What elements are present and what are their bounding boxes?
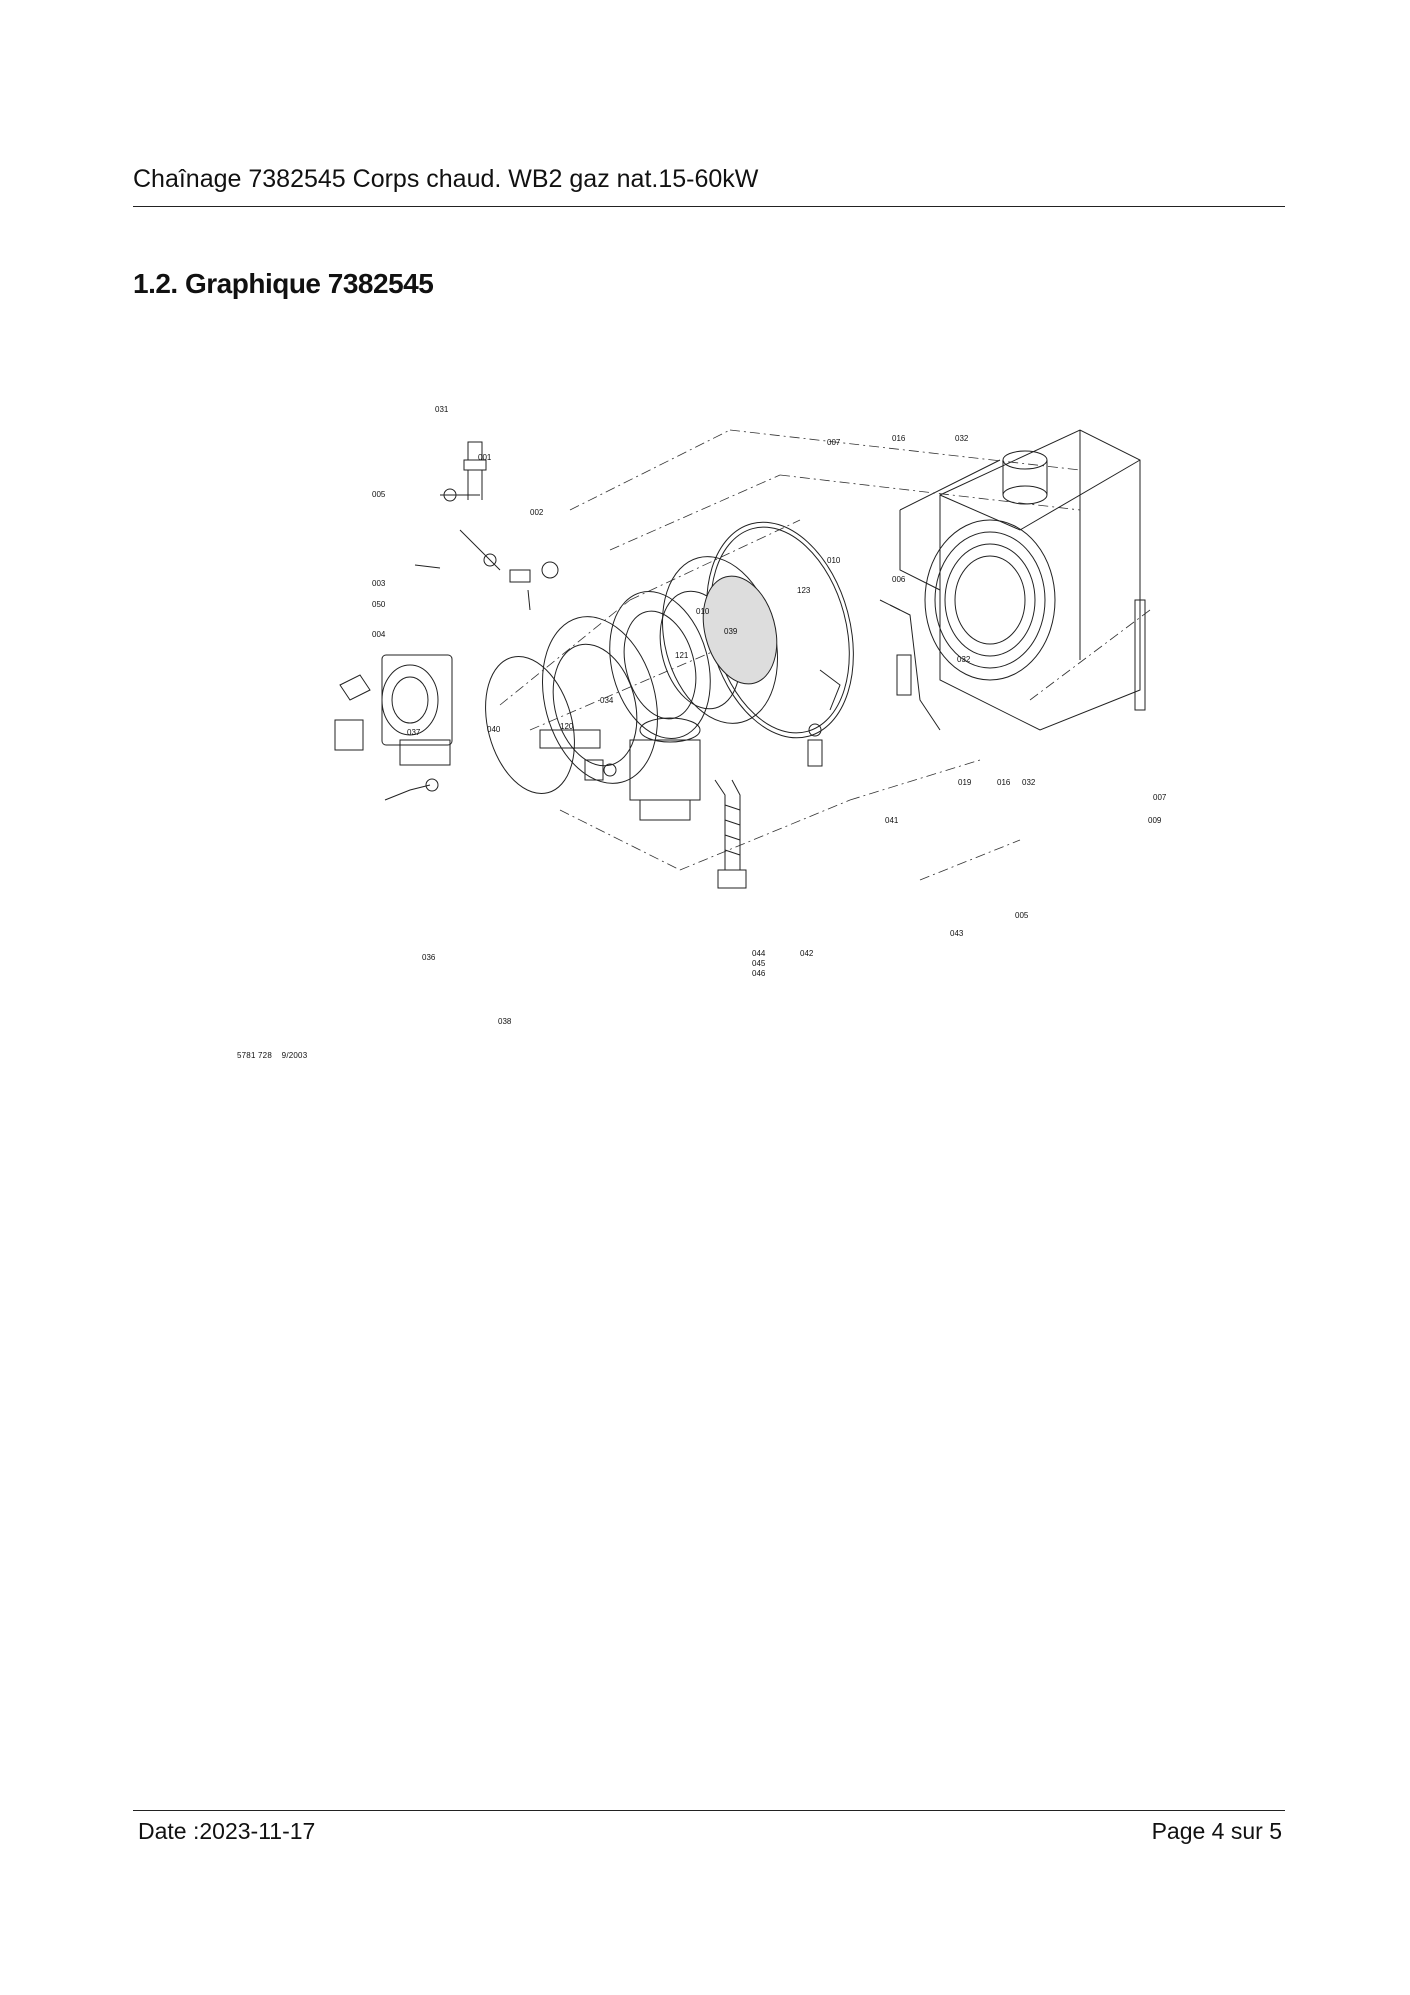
label-003: 003 xyxy=(372,579,386,588)
drawing-date: 9/2003 xyxy=(281,1051,308,1060)
drawing-reference: 5781 728 9/2003 xyxy=(237,1051,307,1060)
valve-cap-044 xyxy=(584,759,617,781)
burner-plate-034 xyxy=(539,616,659,784)
label-010: 010 xyxy=(696,607,710,616)
module-036 xyxy=(334,719,364,751)
label-010-top: 010 xyxy=(827,556,841,565)
label-031: 031 xyxy=(435,405,449,414)
gas-hose-043 xyxy=(714,779,747,889)
label-043: 043 xyxy=(950,929,964,938)
burner-039 xyxy=(659,556,779,724)
drain-valve-005 xyxy=(807,723,823,767)
label-042: 042 xyxy=(800,949,814,958)
label-046: 046 xyxy=(752,969,766,978)
label-032-c: 032 xyxy=(957,655,971,664)
label-037: 037 xyxy=(407,728,421,737)
label-016: 016 xyxy=(892,434,906,443)
flange-121 xyxy=(609,590,711,740)
label-032-b: 032 xyxy=(1022,778,1036,787)
cable-038 xyxy=(384,784,431,801)
label-019: 019 xyxy=(958,778,972,787)
document-header-title: Chaînage 7382545 Corps chaud. WB2 gaz na… xyxy=(133,165,759,193)
label-041: 041 xyxy=(885,816,899,825)
section-title: 1.2. Graphique 7382545 xyxy=(133,268,434,299)
fan-040 xyxy=(381,654,453,766)
exploded-parts-diagram: 031 001 005 002 003 050 004 007 016 032 … xyxy=(334,400,1180,1060)
fitting-009 xyxy=(896,654,912,696)
footer-page-number: Page 4 sur 5 xyxy=(1151,1818,1282,1844)
label-009: 009 xyxy=(1148,816,1162,825)
label-007: 007 xyxy=(827,438,841,447)
label-032: 032 xyxy=(955,434,969,443)
gasket-120 xyxy=(485,656,575,794)
label-036: 036 xyxy=(422,953,436,962)
label-120: 120 xyxy=(560,722,574,731)
label-005: 005 xyxy=(372,490,386,499)
fitting-019 xyxy=(819,669,841,711)
pipe-006 xyxy=(879,599,941,731)
header-divider xyxy=(133,206,1285,207)
label-002: 002 xyxy=(530,508,544,517)
gas-valve-042 xyxy=(629,717,701,821)
drawing-number: 5781 728 xyxy=(237,1051,272,1060)
label-004: 004 xyxy=(372,630,386,639)
assembly-lines xyxy=(499,429,1151,881)
label-038: 038 xyxy=(498,1017,512,1026)
label-044: 044 xyxy=(752,949,766,958)
label-040: 040 xyxy=(487,725,501,734)
footer-divider xyxy=(133,1810,1285,1811)
label-039: 039 xyxy=(724,627,738,636)
boiler-body xyxy=(899,429,1146,731)
gas-fitting-assembly xyxy=(414,441,559,611)
footer-date: Date :2023-11-17 xyxy=(138,1818,316,1844)
label-001: 001 xyxy=(478,453,492,462)
label-034: 034 xyxy=(600,696,614,705)
label-045: 045 xyxy=(752,959,766,968)
label-016-b: 016 xyxy=(997,778,1011,787)
label-007-b: 007 xyxy=(1153,793,1167,802)
label-121: 121 xyxy=(675,651,689,660)
label-005-b: 005 xyxy=(1015,911,1029,920)
ignition-part-037 xyxy=(339,674,371,701)
label-050: 050 xyxy=(372,600,386,609)
label-006: 006 xyxy=(892,575,906,584)
label-123: 123 xyxy=(797,586,811,595)
